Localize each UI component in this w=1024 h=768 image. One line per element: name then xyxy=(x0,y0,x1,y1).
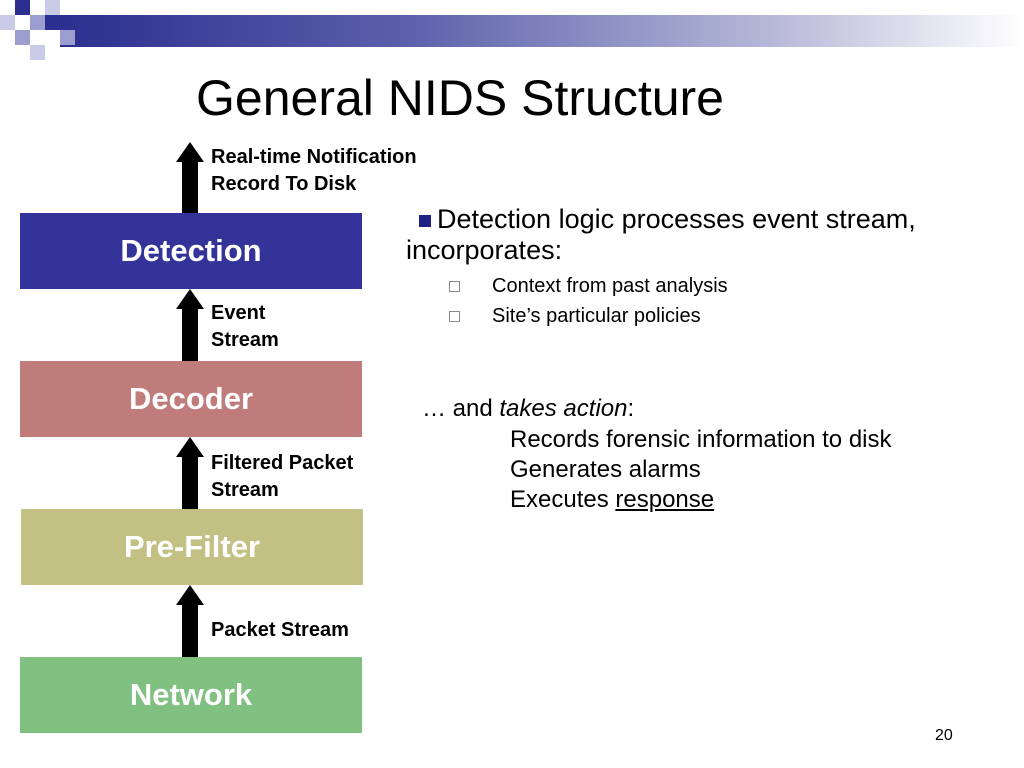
filtered-stream-arrow-head xyxy=(176,437,204,457)
header-square-4 xyxy=(45,15,60,30)
page-number: 20 xyxy=(935,727,953,744)
page-title: General NIDS Structure xyxy=(196,70,724,126)
header-square-5 xyxy=(15,30,30,45)
filtered-stream-arrow-shaft xyxy=(182,455,198,509)
header-square-8 xyxy=(60,30,75,45)
action-item-1: Records forensic information to disk xyxy=(510,426,892,453)
header-square-1 xyxy=(15,0,30,15)
network-label: Network xyxy=(129,677,253,712)
event-stream-arrow-shaft xyxy=(182,307,198,361)
response-link[interactable]: response xyxy=(615,486,715,513)
sub-bullet-icon-1 xyxy=(449,281,460,292)
action-item-2: Generates alarms xyxy=(510,456,701,483)
event-stream-arrow xyxy=(176,289,204,361)
notification-label-line-1: Real-time Notification xyxy=(211,146,417,168)
packet-stream-label-text: Packet Stream xyxy=(211,619,349,641)
output-arrow xyxy=(176,142,204,214)
filtered-stream-label-line-2: Stream xyxy=(211,479,279,501)
header-square-3 xyxy=(0,15,15,30)
executes-prefix: Executes xyxy=(510,486,616,513)
event-stream-arrow-head xyxy=(176,289,204,309)
packet-stream-label: Packet Stream xyxy=(211,617,349,644)
network-box: Network xyxy=(20,657,362,733)
header-band xyxy=(60,15,1024,47)
main-bullet-line-2: incorporates: xyxy=(406,235,563,265)
notification-label: Real-time Notification Record To Disk xyxy=(211,144,417,198)
packet-stream-arrow xyxy=(176,585,204,657)
prefilter-label: Pre-Filter xyxy=(123,529,261,564)
event-stream-label: Event Stream xyxy=(211,300,279,354)
header-square-7 xyxy=(30,45,45,60)
sub-bullet-text-1: Context from past analysis xyxy=(492,275,728,297)
filtered-stream-arrow xyxy=(176,437,204,509)
sub-bullet-text-2: Site’s particular policies xyxy=(492,305,701,327)
filtered-stream-label-line-1: Filtered Packet xyxy=(211,452,354,474)
packet-stream-arrow-shaft xyxy=(182,603,198,657)
notification-label-line-2: Record To Disk xyxy=(211,173,357,195)
sub-bullet-icon-2 xyxy=(449,311,460,322)
event-stream-label-line-2: Stream xyxy=(211,329,279,351)
decoder-box: Decoder xyxy=(20,361,362,437)
action-item-3: Executes response xyxy=(510,485,714,515)
action-prefix: … and xyxy=(422,395,500,422)
detection-label: Detection xyxy=(120,233,262,268)
output-arrow-shaft xyxy=(182,160,198,214)
action-suffix: : xyxy=(627,395,635,422)
event-stream-label-line-1: Event xyxy=(211,302,266,324)
header-square-2 xyxy=(30,15,45,30)
packet-stream-arrow-head xyxy=(176,585,204,605)
action-emphasis: takes action xyxy=(499,395,628,422)
main-bullet-text: Detection logic processes event stream, … xyxy=(406,204,916,266)
action-heading: … and takes action: xyxy=(422,394,634,424)
output-arrow-head xyxy=(176,142,204,162)
filtered-stream-label: Filtered Packet Stream xyxy=(211,450,353,504)
header-square-6 xyxy=(45,0,60,15)
main-bullet-line-1: Detection logic processes event stream, xyxy=(437,204,916,234)
decoder-label: Decoder xyxy=(128,381,254,416)
detection-box: Detection xyxy=(20,213,362,289)
prefilter-box: Pre-Filter xyxy=(21,509,363,585)
main-bullet-icon xyxy=(419,215,431,227)
